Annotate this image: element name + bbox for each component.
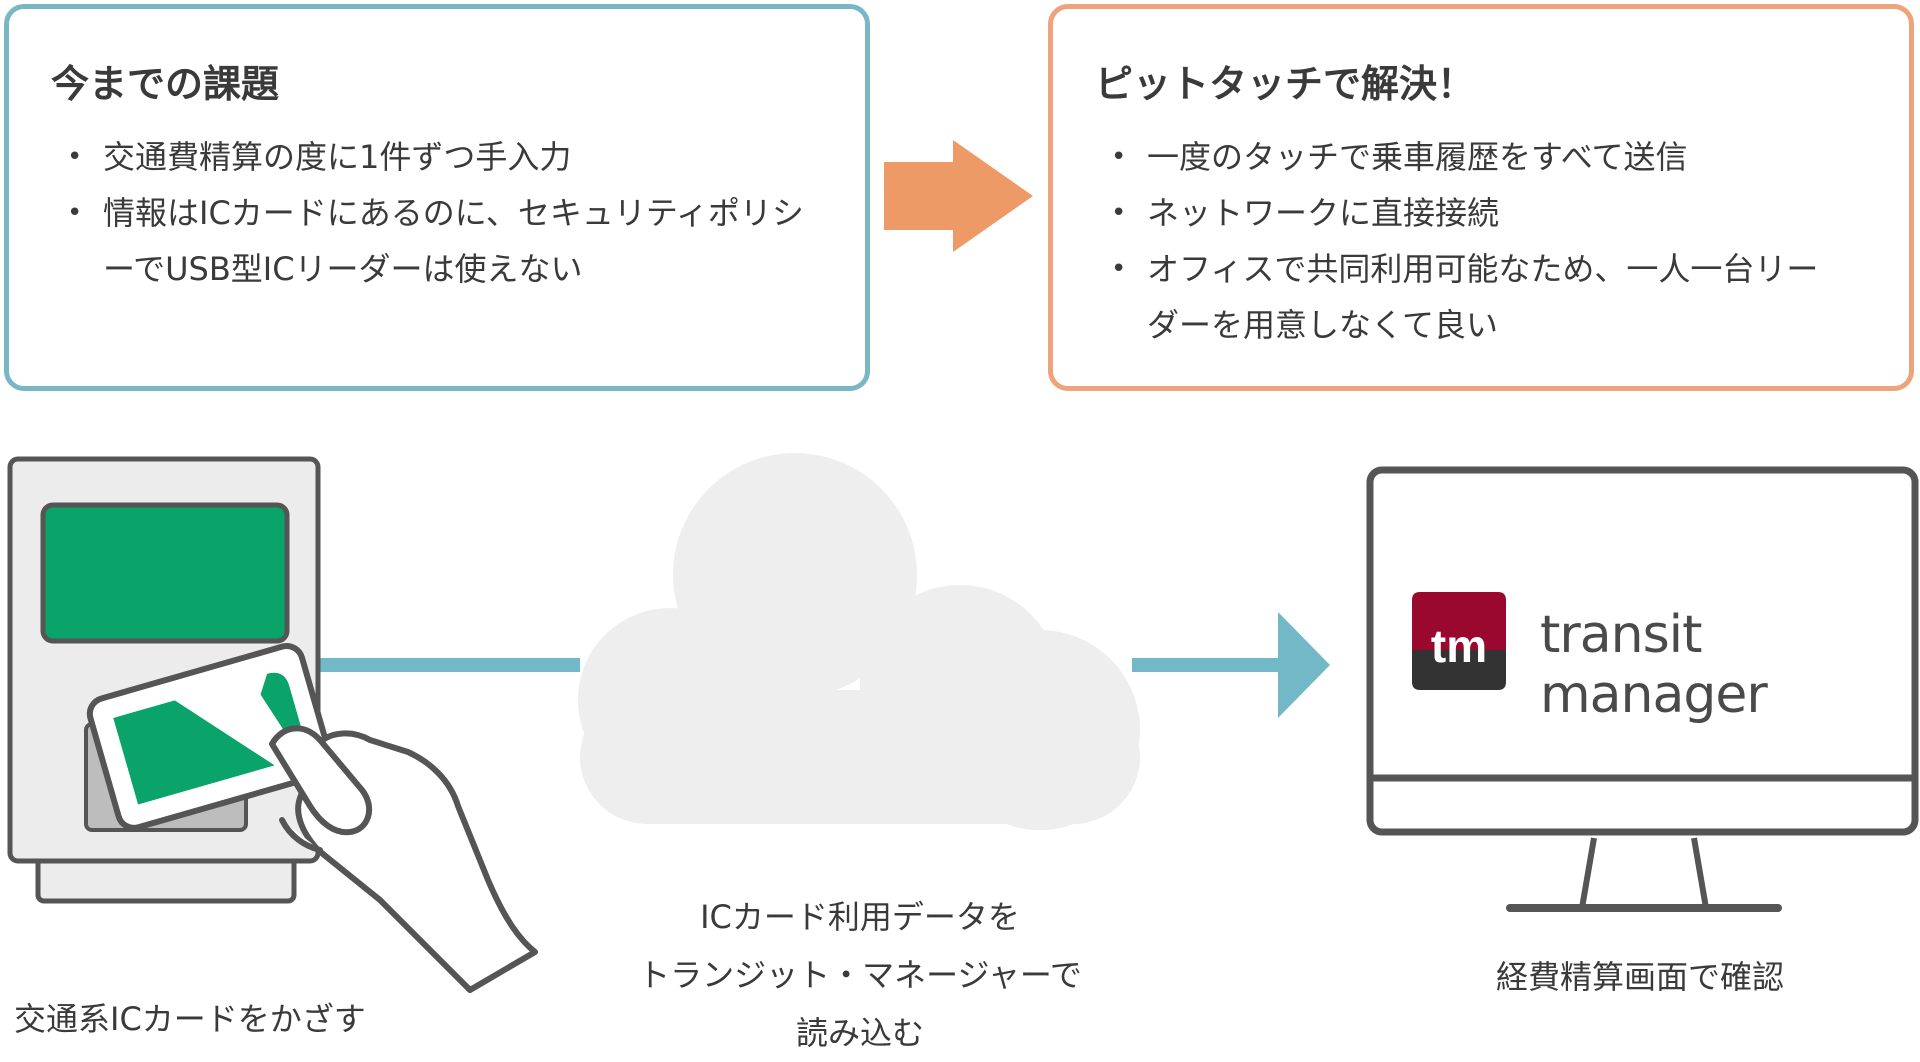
solution-item: オフィスで共同利用可能なため、一人一台リーダーを用意しなくて良い (1107, 241, 1847, 353)
logo-wordmark: transit manager (1540, 605, 1768, 725)
orange-arrow-icon (884, 140, 1033, 252)
connector-arrow-right (1132, 612, 1330, 718)
hand-icon (269, 725, 538, 993)
caption-cloud-line: トランジット・マネージャーで (638, 956, 1082, 994)
caption-cloud-line: ICカード利用データを (700, 898, 1020, 936)
problems-list: 交通費精算の度に1件ずつ手入力 情報はICカードにあるのに、セキュリティポリシー… (63, 129, 833, 297)
transit-manager-logo-icon (1412, 592, 1506, 690)
logo-mark: tm (1431, 620, 1487, 672)
solution-box: ピットタッチで解決！ 一度のタッチで乗車履歴をすべて送信 ネットワークに直接接続… (1048, 4, 1914, 391)
caption-cloud-line: 読み込む (795, 1014, 924, 1052)
solution-list: 一度のタッチで乗車履歴をすべて送信 ネットワークに直接接続 オフィスで共同利用可… (1107, 129, 1847, 353)
monitor-icon (1366, 466, 1919, 912)
problem-item: 交通費精算の度に1件ずつ手入力 (63, 129, 833, 185)
problems-title: 今までの課題 (51, 62, 280, 106)
solution-item: 一度のタッチで乗車履歴をすべて送信 (1107, 129, 1847, 185)
solution-title: ピットタッチで解決！ (1095, 62, 1476, 106)
caption-monitor: 経費精算画面で確認 (1495, 958, 1784, 996)
solution-item: ネットワークに直接接続 (1107, 185, 1847, 241)
problems-box: 今までの課題 交通費精算の度に1件ずつ手入力 情報はICカードにあるのに、セキュ… (4, 4, 870, 391)
cloud-icon (578, 453, 1140, 830)
reader-screen (40, 502, 290, 644)
ic-card (86, 643, 334, 831)
caption-cloud: ICカード利用データを トランジット・マネージャーで 読み込む (580, 888, 1140, 1062)
problem-item: 情報はICカードにあるのに、セキュリティポリシーでUSB型ICリーダーは使えない (63, 185, 833, 297)
connector-line-left (318, 658, 580, 672)
caption-ic-card: 交通系ICカードをかざす (14, 1000, 366, 1038)
